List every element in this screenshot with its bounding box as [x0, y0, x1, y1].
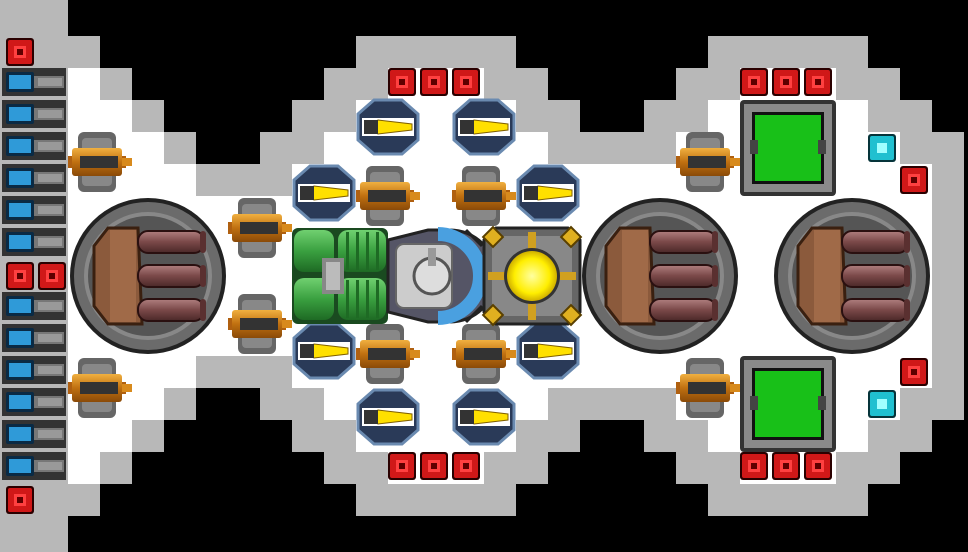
battery-icon[interactable]	[2, 292, 66, 320]
fuel-tank-icon[interactable]	[292, 228, 388, 324]
battery-icon[interactable]	[2, 196, 66, 224]
cannon-turret-icon[interactable]	[582, 198, 738, 354]
thruster-icon[interactable]	[452, 324, 516, 384]
cockpit-icon[interactable]	[386, 227, 498, 325]
armor-block-icon[interactable]	[804, 452, 832, 480]
battery-icon[interactable]	[2, 356, 66, 384]
engine-icon[interactable]	[292, 322, 356, 380]
battery-icon[interactable]	[2, 388, 66, 416]
armor-block-icon[interactable]	[420, 452, 448, 480]
armor-block-icon[interactable]	[740, 452, 768, 480]
engine-icon[interactable]	[292, 164, 356, 222]
armor-block-icon[interactable]	[772, 68, 800, 96]
battery-icon[interactable]	[2, 452, 66, 480]
thruster-icon[interactable]	[228, 198, 292, 258]
armor-block-icon[interactable]	[6, 38, 34, 66]
armor-block-icon[interactable]	[900, 166, 928, 194]
thruster-icon[interactable]	[452, 166, 516, 226]
armor-block-icon[interactable]	[38, 262, 66, 290]
armor-block-icon[interactable]	[388, 452, 416, 480]
cannon-turret-icon[interactable]	[70, 198, 226, 354]
thruster-icon[interactable]	[68, 358, 132, 418]
battery-icon[interactable]	[2, 132, 66, 160]
armor-block-icon[interactable]	[6, 262, 34, 290]
battery-icon[interactable]	[2, 324, 66, 352]
engine-icon[interactable]	[516, 164, 580, 222]
armor-block-icon[interactable]	[900, 358, 928, 386]
engine-icon[interactable]	[516, 322, 580, 380]
armor-block-icon[interactable]	[452, 68, 480, 96]
ship-parts	[2, 38, 930, 514]
battery-icon[interactable]	[2, 164, 66, 192]
battery-icon[interactable]	[2, 420, 66, 448]
armor-block-icon[interactable]	[772, 452, 800, 480]
engine-icon[interactable]	[452, 388, 516, 446]
hatch-panel-icon[interactable]	[740, 100, 836, 196]
armor-block-icon[interactable]	[740, 68, 768, 96]
thruster-icon[interactable]	[356, 324, 420, 384]
thruster-icon[interactable]	[676, 358, 740, 418]
sensor-icon[interactable]	[868, 390, 896, 418]
armor-block-icon[interactable]	[420, 68, 448, 96]
cannon-turret-icon[interactable]	[774, 198, 930, 354]
armor-block-icon[interactable]	[388, 68, 416, 96]
engine-icon[interactable]	[356, 388, 420, 446]
thruster-icon[interactable]	[676, 132, 740, 192]
engine-icon[interactable]	[452, 98, 516, 156]
armor-block-icon[interactable]	[6, 486, 34, 514]
battery-icon[interactable]	[2, 68, 66, 96]
battery-icon[interactable]	[2, 228, 66, 256]
battery-icon[interactable]	[2, 100, 66, 128]
armor-block-icon[interactable]	[804, 68, 832, 96]
sensor-icon[interactable]	[868, 134, 896, 162]
engine-icon[interactable]	[356, 98, 420, 156]
thruster-icon[interactable]	[356, 166, 420, 226]
hatch-panel-icon[interactable]	[740, 356, 836, 452]
thruster-icon[interactable]	[228, 294, 292, 354]
armor-block-icon[interactable]	[452, 452, 480, 480]
reactor-icon[interactable]	[481, 225, 583, 327]
thruster-icon[interactable]	[68, 132, 132, 192]
